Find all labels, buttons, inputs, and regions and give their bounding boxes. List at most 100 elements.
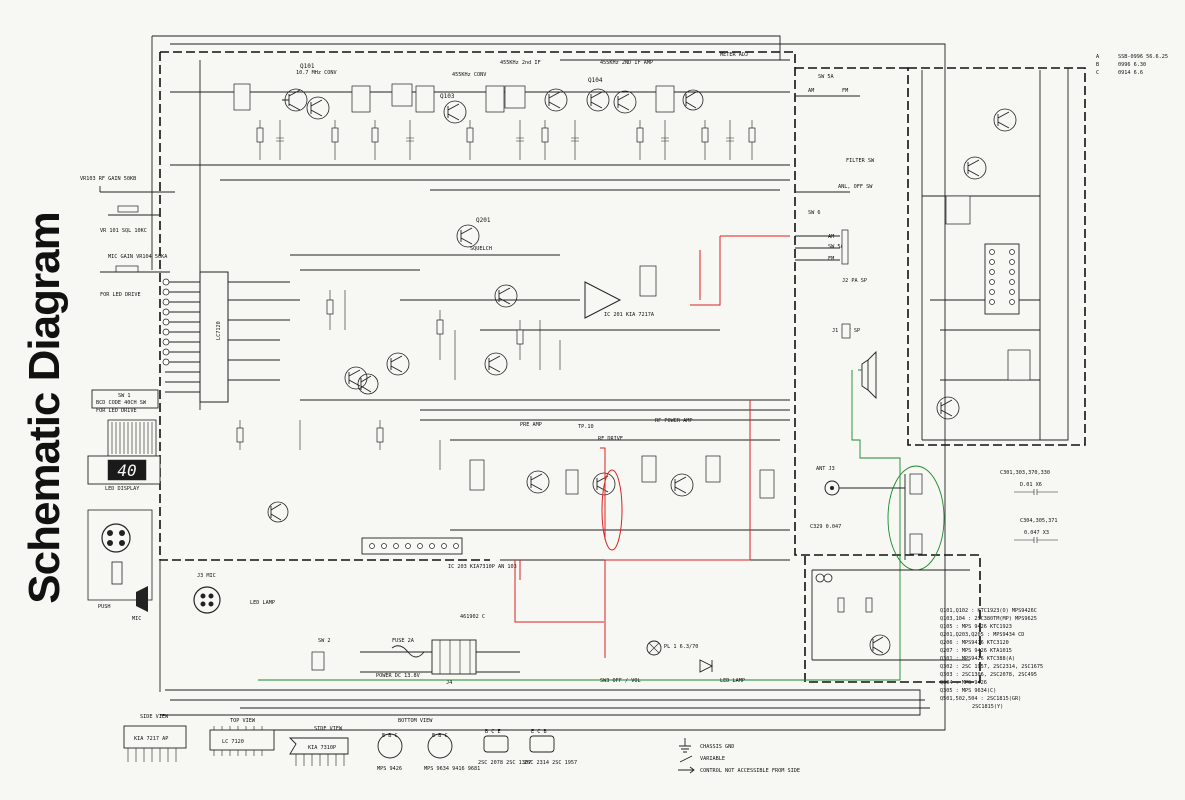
swr-section (811, 569, 970, 661)
j4-connector[interactable] (431, 639, 477, 675)
transistor-q304 (869, 634, 891, 656)
label-anl: ANL, OFF SW (838, 184, 873, 190)
label-cap-group1-val: D.01 X6 (1020, 482, 1042, 488)
ceramic-filter-cf3 (504, 85, 526, 109)
label-cap-group2-val: 0.047 X3 (1024, 530, 1049, 536)
mic-gain-pot[interactable] (115, 265, 139, 273)
display-digits: 40 (117, 461, 136, 480)
transistor-q202 (494, 284, 518, 308)
label-q201: Q201 (476, 217, 491, 224)
label-rf-gain: VR103 RF GAIN 50KB (80, 176, 136, 182)
label-squelch: SQUELCH (470, 246, 492, 252)
label-sw3: SW3 OFF / VOL (600, 678, 641, 684)
rf-coil-l301 (469, 459, 485, 491)
label-push: PUSH (98, 604, 111, 610)
outline-part-4: MPS 9426 (377, 766, 402, 772)
parts-line-9: Q303 : 2SC1306, 2SC2078, 2SC495 (940, 672, 1037, 678)
board-outline (159, 51, 1086, 683)
push-switch[interactable] (111, 561, 123, 585)
sw5a-switch[interactable] (841, 229, 849, 265)
transistor-q303 (670, 473, 694, 497)
version-note-3: 0914 6.6 (1118, 70, 1143, 76)
parts-line-6: Q207 : MPS 9426 KTA1015 (940, 648, 1012, 654)
label-461902: 461902 C (460, 614, 485, 620)
label-conv1: 10.7 MHz CONV (296, 70, 337, 76)
transistor-q501 (993, 108, 1017, 132)
label-pre-amp: PRE AMP (520, 422, 542, 428)
label-led-lamp-left: LED LAMP (250, 600, 275, 606)
mode-switches: AM FM SW 5A FILTER SW ANL, OFF SW SW 6 A… (258, 74, 901, 681)
label-sw1: SW 1 (118, 393, 131, 399)
sw1-box[interactable] (91, 389, 159, 409)
outline-pins-6: B C E (485, 729, 501, 735)
label-led-drive-2: FOR LED DRIVE (96, 408, 137, 414)
ic203 (361, 537, 463, 555)
transistor-q301 (526, 470, 550, 494)
component-outlines: SIDE VIEW KIA 7217 AP TOP VIEW LC 7120 S… (123, 714, 577, 772)
sql-pot[interactable] (117, 205, 139, 213)
j3-mic-jack[interactable] (193, 586, 221, 614)
nb-transformer (1007, 349, 1031, 381)
outline-pins-4: E B C (382, 733, 398, 739)
label-led-display: LED DISPLAY (105, 486, 140, 492)
label-ic201: IC 201 KIA 7217A (604, 312, 655, 318)
ceramic-filter-cf1 (391, 83, 413, 107)
parts-line-12: Q501,502,504 : 2SC1815(GR) (940, 696, 1021, 702)
nb-coil (945, 195, 971, 225)
outline-view-2: TOP VIEW (230, 718, 256, 724)
parts-line-8: Q302 : 2SC 1957, 2SC2314, 2SC1675 (940, 664, 1043, 670)
outline-part-5: MPS 9634 9416 9681 (424, 766, 480, 772)
label-pa-sp: J2 PA SP (842, 278, 867, 284)
label-if2amp: 455KHz 2ND IF AMP (600, 60, 653, 66)
version-letter-b: B (1096, 62, 1099, 68)
mic-icon (136, 586, 148, 612)
label-sql: VR 101 SQL 10KC (100, 228, 147, 234)
chassis-gnd-icon (679, 738, 691, 753)
label-fm: FM (828, 256, 834, 262)
label-cap-group1: C301,303,370,330 (1000, 470, 1050, 476)
frame-wires (151, 35, 1069, 731)
label-sw2: SW 2 (318, 638, 331, 644)
highlight-rf-drive (601, 469, 623, 551)
parts-line-11: Q305 : MPS 9634(C) (940, 688, 996, 694)
ext-sp-jack[interactable] (841, 323, 851, 339)
label-conv2: 455KHz CONV (452, 72, 486, 78)
legend: CHASSIS GND VARIABLE CONTROL NOT ACCESSI… (678, 738, 800, 774)
label-lc7120: LC7120 (216, 321, 222, 340)
parts-line-13: 2SC1815(Y) (972, 704, 1003, 710)
label-ic203: IC 203 KIA7310P AN 103 (448, 564, 517, 570)
transistor-q207 (267, 501, 289, 523)
nb-section (921, 70, 1041, 440)
label-led-lamp: LED LAMP (720, 678, 745, 684)
label-cap-group2: C304,305,371 (1020, 518, 1057, 524)
rf-coil-l306 (705, 455, 721, 483)
label-mic-gain: MIC GAIN VR104 50KA (108, 254, 168, 260)
label-sw6: SW 6 (808, 210, 821, 216)
outline-part-6: 2SC 2078 2SC 1307 (478, 760, 531, 766)
outline-pins-7: E C B (531, 729, 547, 735)
legend-chassis: CHASSIS GND (700, 744, 734, 750)
legend-control: CONTROL NOT ACCESSIBLE FROM SIDE (700, 768, 800, 774)
rf-coil-l316 (759, 469, 775, 499)
fuse-icon (391, 645, 425, 658)
version-notes: A B C SSB-0996 56.6.25 0996 6.30 0914 6.… (1096, 54, 1168, 76)
if-transformer-l101 (233, 83, 251, 111)
transistor-q104 (586, 88, 610, 112)
transistor-q201 (456, 224, 480, 248)
label-bcd: BCD CODE 40CH SW (96, 400, 147, 406)
transistor-q502 (963, 156, 987, 180)
sw2-switch[interactable] (311, 651, 325, 671)
label-q103: Q103 (440, 93, 455, 100)
label-j4: J4 (446, 680, 452, 686)
outline-view-3: SIDE VIEW (314, 726, 343, 732)
label-rf-power: RF POWER AMP (655, 418, 692, 424)
outline-part-3: KIA 7310P (308, 745, 336, 751)
parts-line-10: Q304 : MPS 9426 (940, 680, 987, 686)
label-filter-sw: FILTER SW (846, 158, 875, 164)
if-transformer-l102 (351, 85, 371, 113)
transistor-q107 (682, 89, 704, 111)
label-am: AM (828, 234, 834, 240)
parts-line-2: Q103,104 : 2SC380TM(MP) MPS9625 (940, 616, 1037, 622)
label-fuse: FUSE 2A (392, 638, 415, 644)
